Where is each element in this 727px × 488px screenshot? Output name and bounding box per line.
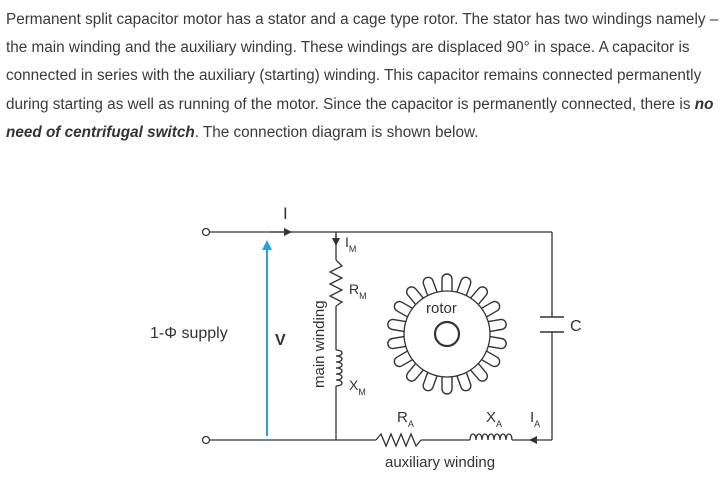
main-current-label-sub: M — [349, 244, 357, 254]
rotor-label: rotor — [426, 300, 457, 317]
bottom-terminal — [201, 435, 211, 445]
xa-label: XA — [486, 409, 502, 429]
rm-label: RM — [349, 281, 367, 301]
xm-label-sub: M — [358, 387, 366, 397]
xa-label-sub: A — [496, 419, 502, 429]
capacitor-label: C — [570, 318, 582, 335]
aux-winding-label: auxiliary winding — [385, 454, 495, 471]
xa-label-main: X — [486, 409, 496, 426]
ra-label-sub: A — [408, 419, 414, 429]
rotor-gear — [387, 273, 507, 395]
main-current-label-main: I — [345, 234, 349, 250]
top-terminal — [201, 227, 211, 237]
rm-label-sub: M — [359, 291, 367, 301]
rm-label-main: R — [349, 281, 359, 297]
ra-label-main: R — [397, 409, 408, 426]
paragraph-text-2: . The connection diagram is shown below. — [194, 123, 479, 141]
current-label: I — [283, 204, 288, 223]
main-winding-label: main winding — [311, 300, 328, 388]
paragraph-text-1: Permanent split capacitor motor has a st… — [6, 11, 719, 113]
ia-label-main: I — [530, 409, 534, 426]
ia-label-sub: A — [534, 419, 540, 429]
voltage-label: V — [275, 332, 286, 349]
supply-label: 1-Φ supply — [150, 325, 228, 342]
main-current-label: IM — [345, 234, 356, 254]
xm-label-main: X — [349, 377, 359, 393]
ia-label: IA — [530, 409, 540, 429]
article-paragraph: Permanent split capacitor motor has a st… — [6, 6, 722, 147]
xm-label: XM — [349, 377, 366, 397]
emphasis-text: no need of centrifugal switch — [6, 95, 714, 141]
ra-label: RA — [397, 409, 414, 429]
